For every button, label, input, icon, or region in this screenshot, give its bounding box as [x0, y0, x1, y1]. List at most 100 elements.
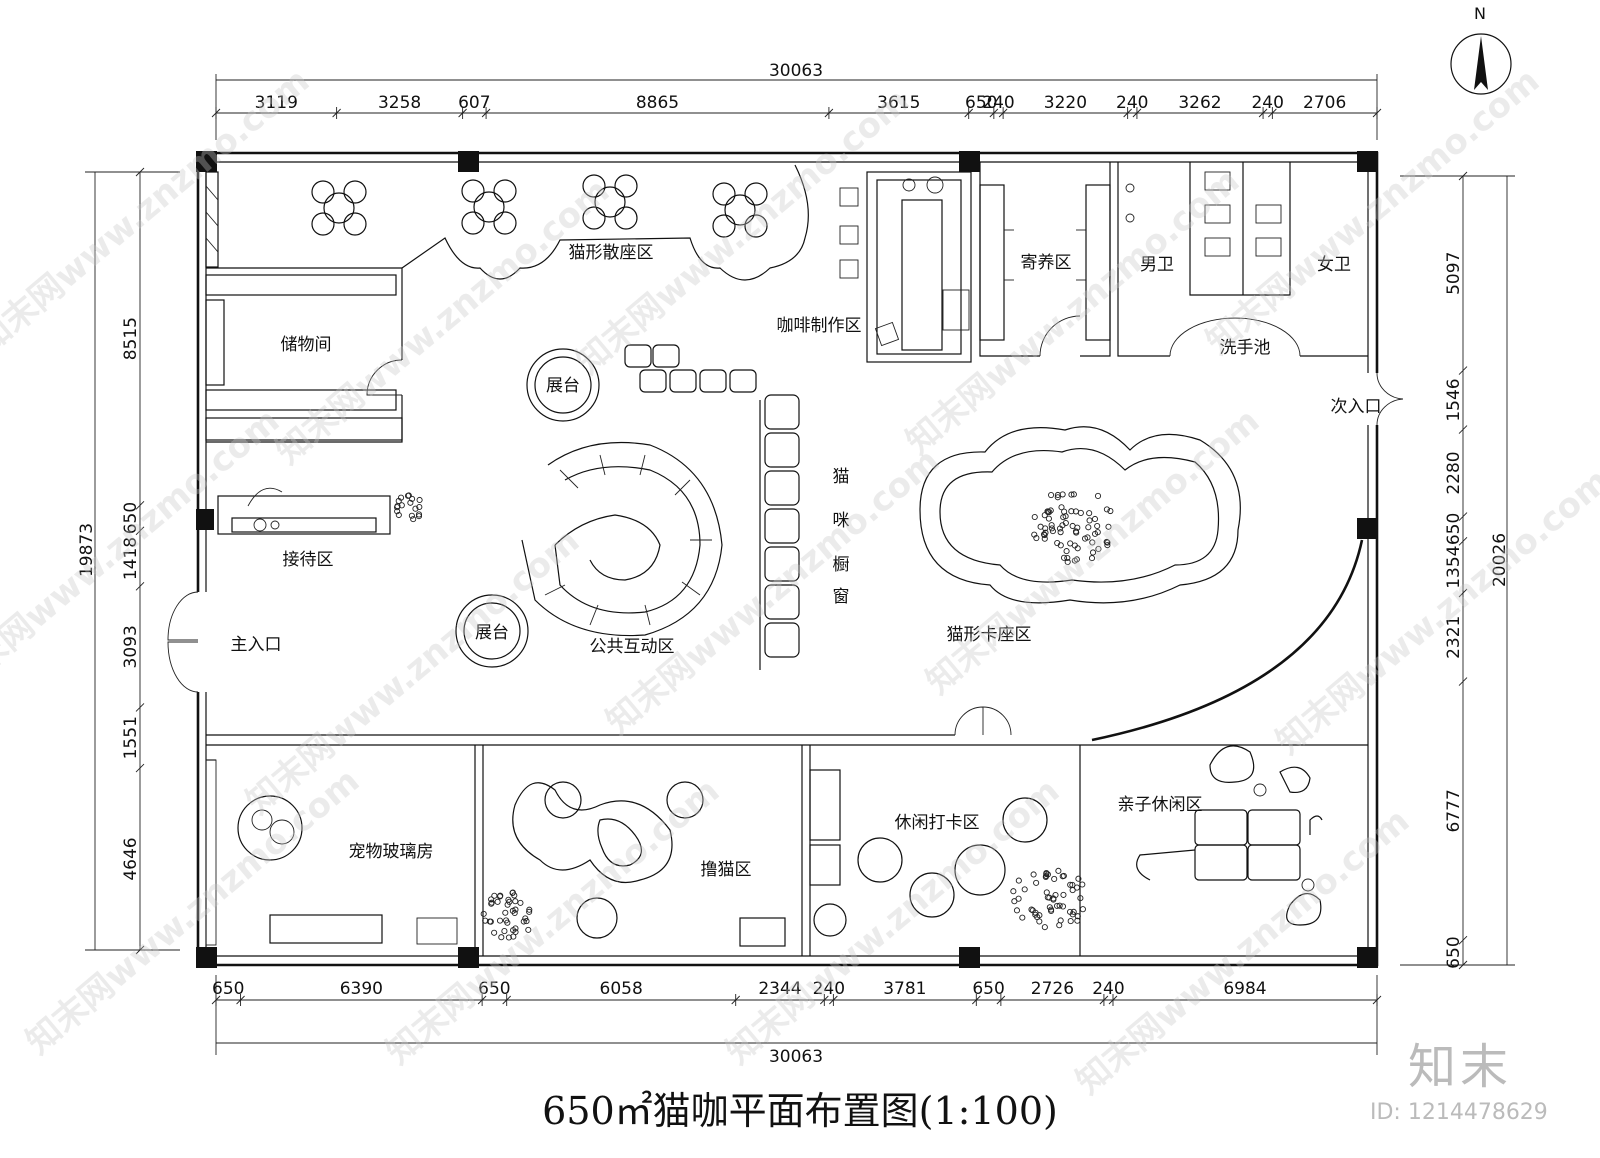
dim-bottom-5: 240 — [813, 979, 845, 999]
dim-top-total: 30063 — [769, 61, 823, 81]
label-main-entrance: 主入口 — [231, 635, 282, 655]
svg-text:知末网www.znzmo.com: 知末网www.znzmo.com — [0, 61, 317, 363]
label-cat-window-4: 窗 — [833, 587, 850, 607]
dim-bottom-8: 2726 — [1031, 979, 1074, 999]
dim-right-5: 2321 — [1444, 616, 1464, 659]
svg-text:知末网www.znzmo.com: 知末网www.znzmo.com — [599, 441, 948, 743]
dim-top-3: 8865 — [636, 93, 679, 113]
cat-shaped-booth — [394, 426, 1241, 604]
dim-right-2: 2280 — [1444, 451, 1464, 494]
label-pet-glass-room: 宠物玻璃房 — [349, 842, 434, 862]
family-area-furniture — [1136, 745, 1323, 926]
dim-bottom-10: 6984 — [1223, 979, 1266, 999]
cat-window-cabinets — [624, 344, 800, 670]
dim-right-7: 650 — [1444, 936, 1464, 968]
dim-right-1: 1546 — [1444, 378, 1464, 421]
dim-left-0: 8515 — [121, 317, 141, 360]
dim-right-total: 20026 — [1490, 533, 1510, 587]
outer-walls — [196, 151, 1379, 967]
label-public-interactive-zone: 公共互动区 — [590, 637, 675, 657]
dim-left-4: 1551 — [121, 716, 141, 759]
window-strip-left — [205, 171, 219, 268]
reception-desk — [217, 487, 391, 535]
svg-text:知末网www.znzmo.com: 知末网www.znzmo.com — [1269, 461, 1600, 763]
dim-top-5: 650 — [965, 93, 997, 113]
dim-bottom-2: 650 — [478, 979, 510, 999]
dim-right-3: 650 — [1444, 513, 1464, 545]
label-secondary-entrance: 次入口 — [1331, 397, 1382, 417]
cat-seating-area — [311, 164, 809, 281]
coffee-bar-counter — [839, 171, 972, 363]
label-mens-restroom: 男卫 — [1140, 255, 1174, 275]
svg-text:知末网www.znzmo.com: 知末网www.znzmo.com — [899, 161, 1248, 463]
dim-bottom-7: 650 — [972, 979, 1004, 999]
dim-top-2: 607 — [458, 93, 490, 113]
label-cat-seating-area: 猫形散座区 — [569, 243, 654, 263]
label-cat-window-2: 咪 — [833, 511, 850, 531]
label-storage-room: 储物间 — [281, 335, 332, 355]
label-sink: 洗手池 — [1220, 338, 1271, 358]
label-boarding-area: 寄养区 — [1021, 253, 1072, 273]
top-dimension-lines — [211, 74, 1382, 140]
checkin-area-furniture — [809, 769, 1086, 937]
display-stages — [455, 348, 600, 668]
dim-bottom-1: 6390 — [340, 979, 383, 999]
dim-left-3: 3093 — [121, 625, 141, 668]
dim-top-8: 240 — [1116, 93, 1148, 113]
dim-left-total: 19873 — [77, 523, 97, 577]
label-reception: 接待区 — [283, 550, 334, 570]
dim-right-0: 5097 — [1444, 252, 1464, 295]
svg-text:知末网www.znzmo.com: 知末网www.znzmo.com — [919, 401, 1268, 703]
watermark-layer: 知末网www.znzmo.com知末网www.znzmo.com知末网www.z… — [0, 61, 1600, 1103]
dim-top-7: 3220 — [1044, 93, 1087, 113]
label-cat-booth-area: 猫形卡座区 — [947, 625, 1032, 645]
right-dimension-lines — [1400, 171, 1515, 970]
restrooms — [1117, 162, 1368, 357]
dim-bottom-3: 6058 — [600, 979, 643, 999]
label-petting-area: 撸猫区 — [701, 860, 752, 880]
north-label: N — [1474, 4, 1486, 23]
dim-left-5: 4646 — [121, 837, 141, 880]
north-arrow-icon — [1450, 33, 1512, 95]
label-stage-1: 展台 — [546, 376, 580, 396]
dim-top-6: 240 — [982, 93, 1014, 113]
label-cat-window-1: 猫 — [833, 467, 850, 487]
bottom-dimension-lines — [211, 975, 1382, 1055]
svg-text:知末网www.znzmo.com: 知末网www.znzmo.com — [719, 771, 1068, 1073]
glass-room-furniture — [237, 795, 458, 945]
svg-text:知末网www.znzmo.com: 知末网www.znzmo.com — [379, 771, 728, 1073]
main-entrance-door — [167, 591, 199, 693]
svg-text:知末网www.znzmo.com: 知末网www.znzmo.com — [269, 171, 618, 473]
spiral-interactive-structure — [521, 441, 723, 637]
petting-area-furniture — [480, 781, 786, 947]
svg-text:知末网www.znzmo.com: 知末网www.znzmo.com — [19, 761, 368, 1063]
drawing-title: 650㎡猫咖平面布置图(1:100) — [542, 1089, 1058, 1133]
dim-top-11: 2706 — [1303, 93, 1346, 113]
boarding-area — [979, 162, 1111, 357]
dim-right-6: 6777 — [1444, 789, 1464, 832]
dim-bottom-total: 30063 — [769, 1047, 823, 1067]
dim-left-2: 1418 — [121, 537, 141, 580]
site-logo: 知末 — [1408, 1039, 1513, 1095]
dim-top-1: 3258 — [378, 93, 421, 113]
dim-right-4: 1354 — [1444, 546, 1464, 589]
dim-bottom-9: 240 — [1092, 979, 1124, 999]
label-checkin-area: 休闲打卡区 — [895, 813, 980, 833]
dim-bottom-4: 2344 — [758, 979, 801, 999]
dim-left-1: 650 — [121, 502, 141, 534]
dim-bottom-0: 650 — [212, 979, 244, 999]
label-family-area: 亲子休闲区 — [1118, 795, 1203, 815]
dim-bottom-6: 3781 — [883, 979, 926, 999]
dim-top-10: 240 — [1251, 93, 1283, 113]
image-id: ID: 1214478629 — [1370, 1100, 1548, 1125]
svg-text:知末网www.znzmo.com: 知末网www.znzmo.com — [569, 81, 918, 383]
secondary-entrance-door — [1376, 372, 1404, 426]
dim-top-9: 3262 — [1178, 93, 1221, 113]
label-cat-window-3: 橱 — [833, 555, 850, 575]
label-stage-2: 展台 — [475, 623, 509, 643]
label-coffee-bar: 咖啡制作区 — [777, 316, 862, 336]
structural-columns — [196, 151, 1378, 968]
dim-top-4: 3615 — [877, 93, 920, 113]
left-dimension-lines — [85, 167, 180, 955]
